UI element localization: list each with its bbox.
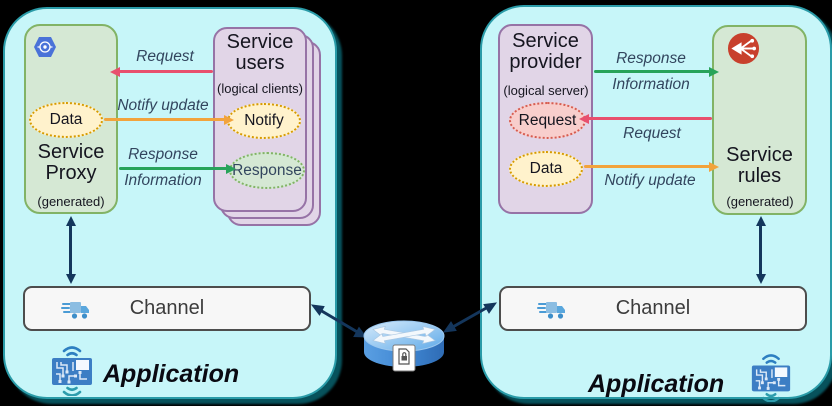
service-rules-box — [712, 25, 807, 215]
data-ellipse-right: Data — [509, 151, 583, 187]
proxy-channel-arrow — [69, 225, 72, 275]
notify-ellipse: Notify — [227, 103, 301, 139]
hexagon-api-icon — [33, 36, 57, 58]
request-arrow-right-label: Request — [623, 125, 681, 142]
service-provider-subtitle: (logical server) — [503, 83, 589, 98]
data-ellipse-left: Data — [29, 102, 103, 138]
rules-channel-arrow — [759, 225, 762, 275]
application-label-right: Application — [588, 370, 725, 398]
request-arrow-right — [588, 117, 712, 120]
service-users-subtitle: (logical clients) — [217, 81, 303, 96]
response-arrow-right-label1: Response — [616, 50, 686, 67]
service-proxy-subtitle: (generated) — [37, 194, 105, 209]
delivery-truck-icon — [537, 298, 567, 321]
notify-update-arrow-left-label: Notify update — [117, 97, 209, 114]
notify-update-arrow-right — [584, 165, 710, 168]
service-users-title: Service users — [226, 31, 294, 74]
notify-update-arrow-left — [104, 118, 225, 121]
secure-document-icon — [392, 344, 416, 372]
response-ellipse-label: Response — [232, 161, 302, 179]
data-ellipse-right-label: Data — [529, 160, 563, 177]
response-arrow-left-label1: Response — [128, 146, 198, 163]
request-ellipse-label: Request — [518, 111, 577, 129]
merge-circle-icon — [727, 32, 760, 65]
response-arrow-right — [594, 70, 710, 73]
channel-left-label: Channel — [129, 297, 205, 319]
service-proxy-title: Service Proxy — [37, 141, 105, 184]
channel-right-label: Channel — [615, 297, 691, 319]
request-ellipse: Request — [509, 102, 586, 139]
application-label-left: Application — [103, 360, 240, 388]
response-arrow-left-label2: Information — [124, 172, 202, 189]
channel-right: Channel — [499, 286, 807, 331]
response-arrow-left — [119, 167, 227, 170]
notify-update-arrow-right-label: Notify update — [604, 172, 696, 189]
notify-ellipse-label: Notify — [244, 112, 284, 129]
service-provider-title: Service provider — [509, 30, 582, 73]
iot-chip-icon — [49, 344, 95, 396]
service-rules-title: Service rules — [726, 144, 793, 187]
data-ellipse-left-label: Data — [49, 111, 83, 128]
iot-chip-icon — [749, 352, 793, 402]
service-rules-subtitle: (generated) — [726, 194, 794, 209]
router-icon — [362, 318, 446, 378]
channel-left: Channel — [23, 286, 311, 331]
response-arrow-right-label2: Information — [612, 76, 690, 93]
request-arrow-left-label: Request — [136, 48, 194, 65]
delivery-truck-icon — [61, 298, 91, 321]
response-ellipse: Response — [229, 152, 305, 189]
request-arrow-left — [119, 70, 213, 73]
